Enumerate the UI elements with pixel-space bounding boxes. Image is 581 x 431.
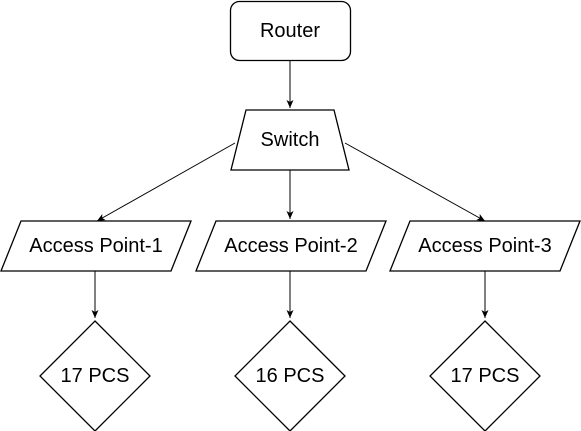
access-point-3-label: Access Point-3	[418, 235, 551, 257]
pc-group-2-node: 16 PCS	[234, 320, 346, 431]
pc-group-3-label: 17 PCS	[451, 365, 520, 387]
switch-node: Switch	[230, 109, 350, 171]
access-point-1-label: Access Point-1	[29, 235, 162, 257]
router-label: Router	[260, 20, 320, 42]
pc-group-1-node: 17 PCS	[39, 320, 151, 431]
edge-switch-ap3	[344, 142, 486, 222]
pc-group-2-label: 16 PCS	[256, 365, 325, 387]
pc-group-1-shape	[39, 320, 151, 431]
router-node: Router	[229, 0, 352, 62]
access-point-1-shape	[0, 220, 192, 272]
pc-group-1-label: 17 PCS	[61, 365, 130, 387]
access-point-3-shape	[389, 220, 581, 272]
connectors	[91, 61, 489, 318]
switch-label: Switch	[261, 129, 320, 151]
pc-group-3-node: 17 PCS	[429, 320, 541, 431]
pc-group-3-shape	[429, 320, 541, 431]
access-point-2-label: Access Point-2	[224, 235, 357, 257]
pc-group-2-shape	[234, 320, 346, 431]
access-point-2-shape	[195, 220, 387, 272]
switch-shape	[230, 109, 350, 171]
access-point-2-node: Access Point-2	[195, 220, 387, 272]
access-point-3-node: Access Point-3	[389, 220, 581, 272]
edge-switch-ap1	[96, 142, 236, 222]
access-point-1-node: Access Point-1	[0, 220, 192, 272]
router-box	[229, 0, 352, 62]
